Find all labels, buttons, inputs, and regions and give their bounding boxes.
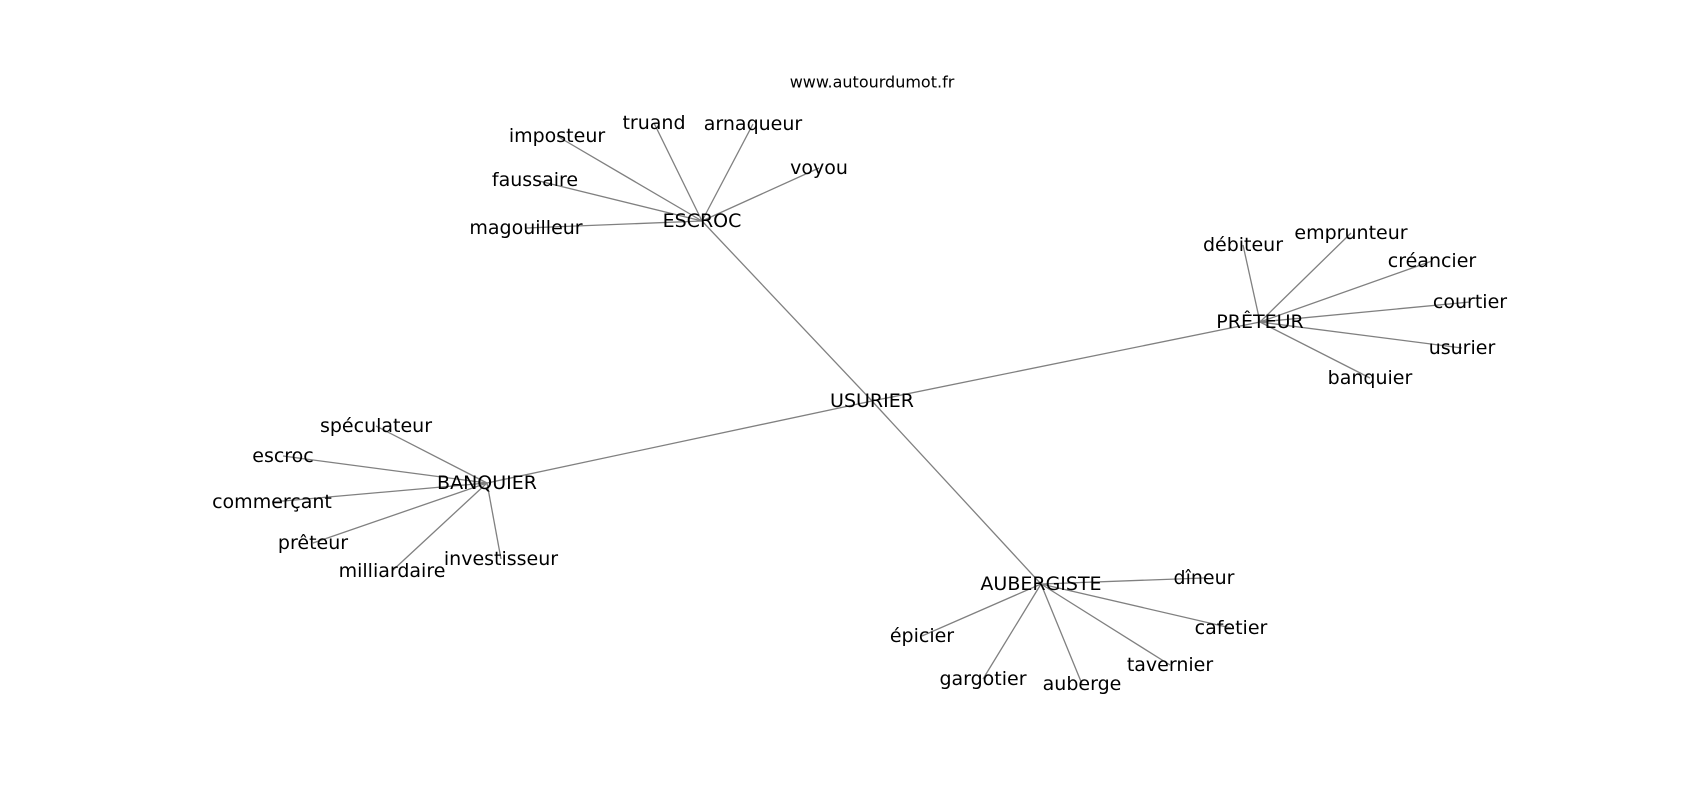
leaf-node-banquier-commercant[interactable]: commerçant bbox=[212, 491, 332, 513]
leaf-node-preteur-courtier[interactable]: courtier bbox=[1433, 291, 1507, 313]
edge-escroc-faussaire bbox=[534, 179, 703, 222]
edge-aubergiste-gargotier bbox=[982, 583, 1042, 680]
leaf-node-banquier-escroc[interactable]: escroc bbox=[252, 445, 314, 467]
edge-usurier-escroc bbox=[701, 220, 873, 402]
leaf-node-banquier-milliardaire[interactable]: milliardaire bbox=[339, 560, 446, 582]
leaf-node-escroc-voyou[interactable]: voyou bbox=[790, 157, 848, 179]
edge-aubergiste-dineur bbox=[1040, 577, 1205, 585]
edge-preteur-emprunteur bbox=[1259, 232, 1352, 323]
edge-banquier-speculateur bbox=[375, 425, 488, 484]
edge-escroc-arnaqueur bbox=[701, 123, 754, 222]
leaf-node-escroc-truand[interactable]: truand bbox=[622, 112, 685, 134]
edge-usurier-banquier bbox=[486, 400, 873, 484]
hub-node-preteur[interactable]: PRÊTEUR bbox=[1216, 310, 1303, 333]
edge-banquier-commercant bbox=[271, 482, 488, 503]
graph-edges bbox=[271, 122, 1471, 685]
leaf-node-escroc-imposteur[interactable]: imposteur bbox=[509, 125, 606, 147]
edge-preteur-courtier bbox=[1259, 301, 1471, 323]
hub-node-banquier[interactable]: BANQUIER bbox=[437, 472, 537, 494]
leaf-node-preteur-usurier[interactable]: usurier bbox=[1429, 337, 1496, 359]
leaf-node-escroc-arnaqueur[interactable]: arnaqueur bbox=[704, 113, 803, 135]
leaf-node-preteur-banquier[interactable]: banquier bbox=[1328, 367, 1413, 389]
leaf-node-escroc-faussaire[interactable]: faussaire bbox=[492, 169, 578, 191]
leaf-node-aubergiste-cafetier[interactable]: cafetier bbox=[1195, 617, 1268, 639]
edge-banquier-escroc bbox=[282, 455, 488, 484]
edge-preteur-banquier bbox=[1259, 321, 1371, 379]
leaf-node-escroc-magouilleur[interactable]: magouilleur bbox=[469, 217, 582, 239]
leaf-node-preteur-creancier[interactable]: créancier bbox=[1388, 250, 1477, 272]
leaf-node-aubergiste-auberge[interactable]: auberge bbox=[1043, 673, 1122, 695]
edge-preteur-creancier bbox=[1259, 260, 1433, 323]
hub-node-escroc[interactable]: ESCROC bbox=[663, 210, 742, 232]
leaf-node-preteur-debiteur[interactable]: débiteur bbox=[1203, 234, 1283, 256]
edge-preteur-usurier bbox=[1259, 321, 1463, 349]
site-credit: www.autourdumot.fr bbox=[790, 73, 955, 92]
edge-aubergiste-tavernier bbox=[1040, 583, 1171, 666]
edge-escroc-truand bbox=[653, 122, 703, 222]
leaf-node-banquier-speculateur[interactable]: spéculateur bbox=[320, 415, 432, 437]
leaf-node-aubergiste-dineur[interactable]: dîneur bbox=[1174, 567, 1235, 589]
leaf-node-banquier-preteur[interactable]: prêteur bbox=[278, 532, 348, 554]
edge-escroc-magouilleur bbox=[525, 220, 703, 229]
edge-usurier-preteur bbox=[871, 321, 1261, 402]
leaf-node-aubergiste-tavernier[interactable]: tavernier bbox=[1127, 654, 1214, 676]
node-usurier-center[interactable]: USURIER bbox=[830, 390, 914, 412]
graph-labels: www.autourdumot.fr USURIER ESCROC magouill… bbox=[212, 73, 1507, 696]
edge-escroc-imposteur bbox=[556, 135, 703, 222]
edge-aubergiste-epicier bbox=[921, 583, 1042, 637]
edge-escroc-voyou bbox=[701, 167, 820, 222]
edge-banquier-milliardaire bbox=[391, 482, 488, 572]
hub-node-aubergiste[interactable]: AUBERGISTE bbox=[980, 573, 1101, 595]
edge-usurier-aubergiste bbox=[871, 400, 1042, 585]
leaf-node-banquier-investisseur[interactable]: investisseur bbox=[444, 548, 558, 570]
edge-aubergiste-cafetier bbox=[1040, 583, 1232, 629]
leaf-node-aubergiste-gargotier[interactable]: gargotier bbox=[939, 668, 1026, 690]
edge-banquier-preteur bbox=[312, 482, 488, 544]
edge-aubergiste-auberge bbox=[1040, 583, 1083, 685]
edge-banquier-investisseur bbox=[486, 482, 502, 560]
leaf-node-preteur-emprunteur[interactable]: emprunteur bbox=[1294, 222, 1407, 244]
leaf-node-aubergiste-epicier[interactable]: épicier bbox=[890, 625, 954, 647]
edge-preteur-debiteur bbox=[1242, 244, 1261, 323]
